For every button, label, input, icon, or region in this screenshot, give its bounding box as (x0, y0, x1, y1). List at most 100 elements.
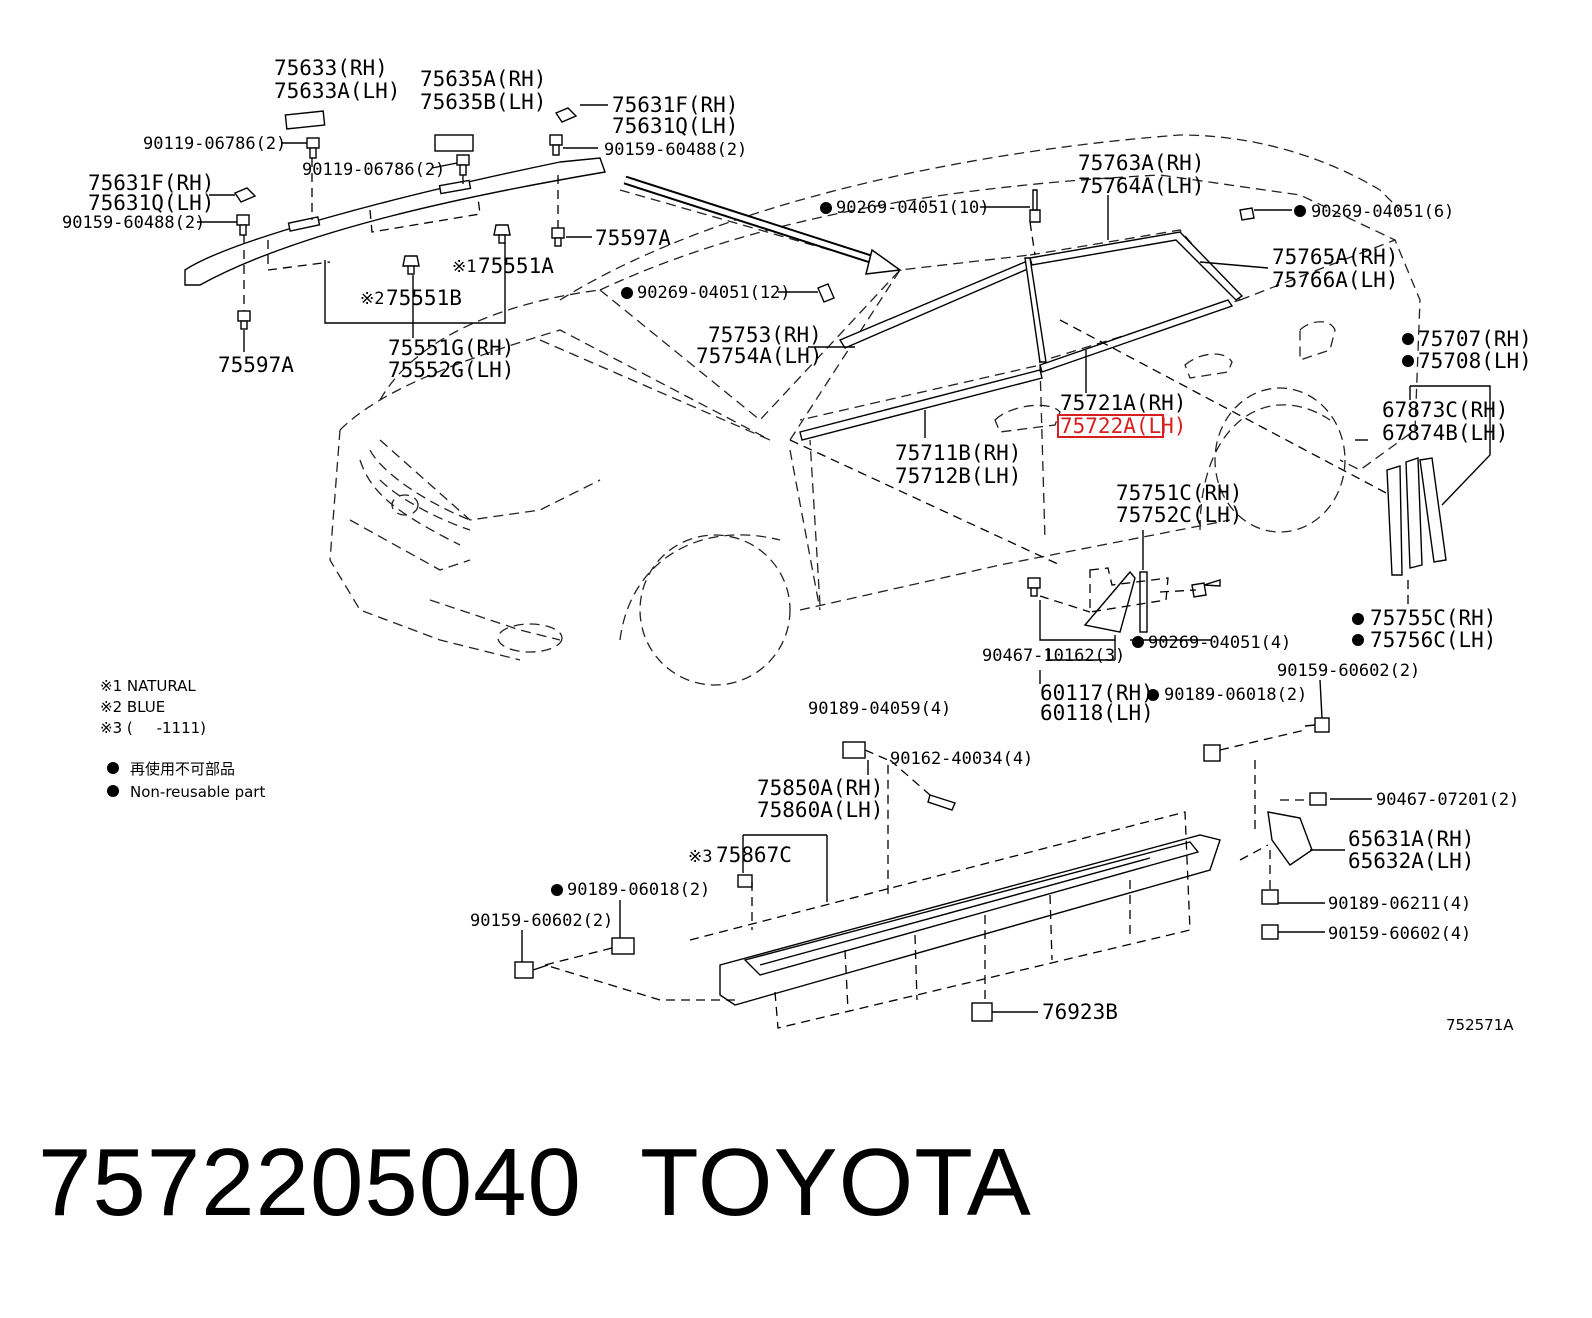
label-90119-a: 90119-06786(2) (143, 134, 286, 154)
label-76923b: 76923B (1042, 1000, 1118, 1024)
clip-icon (611, 937, 635, 955)
clip-icon (402, 255, 420, 275)
label-90189-04059: 90189-04059(4) (808, 699, 951, 719)
clip-icon (1239, 207, 1255, 221)
label-75707rh: 75707(RH) (1418, 327, 1532, 351)
label-90189-06211: 90189-06211(4) (1328, 894, 1471, 914)
legend-blue: ※2 BLUE (100, 698, 165, 716)
bolt-icon (306, 137, 320, 159)
clip-icon (1191, 579, 1221, 598)
label-90269-6: 90269-04051(6) (1311, 202, 1454, 222)
label-75633rh: 75633(RH) (274, 56, 388, 80)
label-75551grh: 75551G(RH) (388, 336, 514, 360)
clip-icon (493, 224, 511, 244)
label-75711brh: 75711B(RH) (895, 441, 1021, 465)
label-67873crh: 67873C(RH) (1382, 398, 1508, 422)
brand-caption: TOYOTA (640, 1129, 1032, 1236)
label-75712blh: 75712B(LH) (895, 464, 1021, 488)
bolt-icon (1261, 889, 1279, 905)
label-90269-4: 90269-04051(4) (1148, 633, 1291, 653)
label-75551b: 75551B (386, 286, 462, 310)
diagram-code: 752571A (1446, 1016, 1514, 1034)
clip-icon (971, 1002, 993, 1022)
label-90467-07201: 90467-07201(2) (1376, 790, 1519, 810)
label-75850arh: 75850A(RH) (757, 776, 883, 800)
clip-icon (842, 741, 866, 759)
label-67874blh: 67874B(LH) (1382, 421, 1508, 445)
label-75631frh-left: 75631F(RH) (88, 171, 214, 195)
legend-nonreusable-en: Non-reusable part (130, 783, 265, 801)
rocker-panel-assembly (514, 679, 1372, 1029)
rear-pillar-parts (1059, 319, 1491, 605)
label-75631frh-top: 75631F(RH) (612, 93, 738, 117)
clip-icon (1309, 792, 1327, 806)
label-90119-b: 90119-06786(2) (302, 160, 445, 180)
clip-icon (737, 874, 753, 888)
label-75766alh: 75766A(LH) (1272, 268, 1398, 292)
label-75755crh: 75755C(RH) (1370, 606, 1496, 630)
label-75754alh: 75754A(LH) (696, 344, 822, 368)
label-60118lh: 60118(LH) (1040, 701, 1154, 725)
label-75708lh: 75708(LH) (1418, 349, 1532, 373)
screw-icon (927, 794, 956, 811)
label-90159-60488-left: 90159-60488(2) (62, 213, 205, 233)
label-75756clh: 75756C(LH) (1370, 628, 1496, 652)
bolt-icon (456, 154, 470, 176)
legend-range: ※3 ( -1111) (100, 719, 206, 737)
clip-icon (237, 310, 251, 330)
clip-icon (1203, 744, 1221, 762)
legend-nonreusable-jp: 再使用不可部品 (130, 760, 235, 778)
bolt-icon (549, 134, 563, 156)
part-number-caption: 7572205040 (38, 1129, 582, 1236)
label-75867c: 75867C (716, 843, 792, 867)
non-reusable-markers (107, 202, 1414, 896)
marker-1: ※1 (452, 257, 476, 277)
roof-rail-assembly (184, 104, 608, 352)
label-65632alh: 65632A(LH) (1348, 849, 1474, 873)
label-60117rh: 60117(RH) (1040, 681, 1154, 705)
label-90159-60602-right: 90159-60602(2) (1277, 661, 1420, 681)
bolt-icon (236, 214, 250, 236)
highlight-box (1057, 414, 1164, 438)
label-75631qlh-top: 75631Q(LH) (612, 114, 738, 138)
window-mouldings (778, 189, 1292, 441)
label-90467-10162: 90467-10162(3) (982, 646, 1125, 666)
label-75764alh: 75764A(LH) (1078, 174, 1204, 198)
label-90189-06018-right: 90189-06018(2) (1164, 685, 1307, 705)
bolt-icon (514, 961, 549, 979)
label-90159-60488-top: 90159-60488(2) (604, 140, 747, 160)
door-garnish-parts (789, 439, 1221, 684)
clip-icon (817, 283, 835, 303)
label-90269-10: 90269-04051(10) (836, 198, 990, 218)
label-90162-40034: 90162-40034(4) (890, 749, 1033, 769)
label-75635blh: 75635B(LH) (420, 90, 546, 114)
label-75860alh: 75860A(LH) (757, 798, 883, 822)
label-75763arh: 75763A(RH) (1078, 151, 1204, 175)
label-75751crh: 75751C(RH) (1116, 481, 1242, 505)
label-75631qlh-left: 75631Q(LH) (88, 191, 214, 215)
label-75597a-left: 75597A (218, 353, 294, 377)
label-75635arh: 75635A(RH) (420, 67, 546, 91)
legend-natural: ※1 NATURAL (100, 677, 196, 695)
label-90159-60602-bottom: 90159-60602(4) (1328, 924, 1471, 944)
label-75551a: 75551A (478, 254, 554, 278)
marker-3-inline: ※3 (688, 847, 712, 867)
marker-2: ※2 (360, 289, 384, 309)
clip-icon (1027, 577, 1041, 597)
clip-icon (1029, 189, 1041, 223)
bolt-icon (1304, 717, 1330, 733)
label-75722alh: 75722A(LH) (1060, 414, 1186, 438)
label-90159-60602-left: 90159-60602(2) (470, 911, 613, 931)
label-90269-12: 90269-04051(12) (637, 283, 791, 303)
part-labels: 75633(RH) 75633A(LH) 75635A(RH) 75635B(L… (62, 56, 1532, 1034)
label-75597a-right: 75597A (595, 226, 671, 250)
direction-arrow (623, 175, 903, 275)
label-75633alh: 75633A(LH) (274, 79, 400, 103)
clip-icon (551, 227, 565, 247)
label-75552glh: 75552G(LH) (388, 358, 514, 382)
label-75765arh: 75765A(RH) (1272, 245, 1398, 269)
label-75752clh: 75752C(LH) (1116, 503, 1242, 527)
bolt-icon (1261, 924, 1279, 940)
label-75721arh: 75721A(RH) (1060, 391, 1186, 415)
